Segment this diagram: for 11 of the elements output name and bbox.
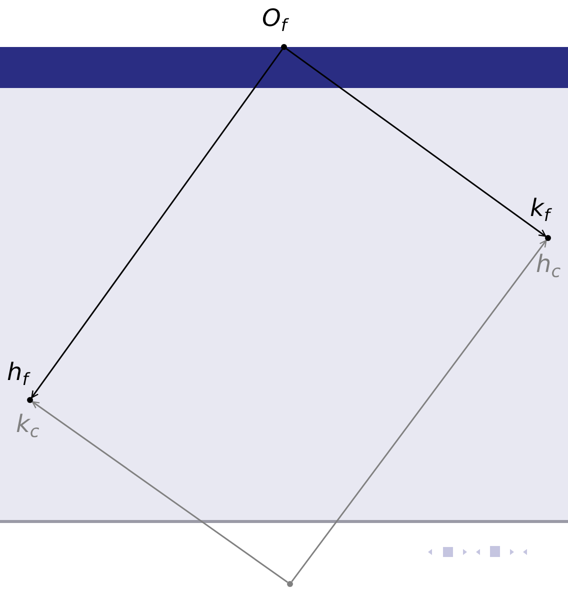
vector-label: h$_{f}$ (7, 358, 28, 386)
arrow (31, 49, 283, 398)
vector-label: h$_{c}$ (536, 250, 561, 278)
vector-endpoint (287, 581, 293, 587)
vector-label: O$_{f}$ (262, 4, 287, 32)
arrow (286, 48, 546, 237)
vector-label: k$_{c}$ (16, 410, 40, 438)
vector-endpoint (281, 44, 287, 50)
vector-label: k$_{f}$ (530, 194, 550, 222)
arrow (32, 401, 288, 583)
arrow (291, 240, 547, 582)
